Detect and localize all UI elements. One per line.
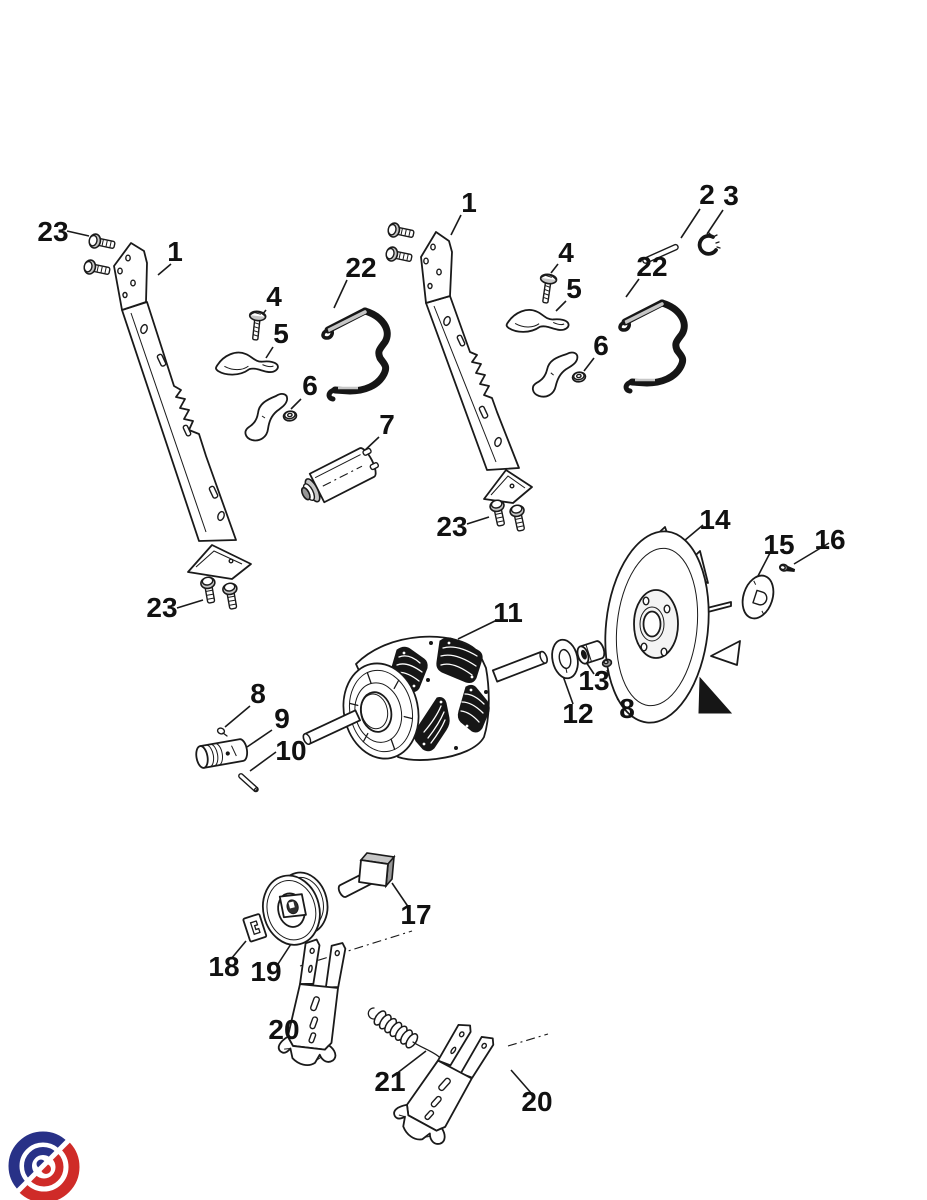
callout-6-left: 6 [302, 370, 318, 401]
callout-22-left: 22 [345, 252, 376, 283]
callout-17: 17 [400, 899, 431, 930]
callout-15: 15 [763, 529, 794, 560]
part-16-screw [778, 563, 796, 572]
callout-20-left: 20 [268, 1014, 299, 1045]
callout-1-left: 1 [167, 236, 183, 267]
callout-11: 11 [493, 597, 523, 628]
callout-23-middle: 23 [436, 511, 467, 542]
callout-23-top-left: 23 [37, 216, 68, 247]
part-11-rotor-drum [302, 635, 548, 761]
part-10-pin [238, 773, 259, 793]
part-23-screws-middle [488, 498, 529, 533]
part-2-pin [642, 243, 679, 264]
callout-10: 10 [275, 735, 306, 766]
callout-4-left: 4 [266, 281, 282, 312]
part-4-screw-right [536, 272, 558, 305]
callout-8-right: 8 [619, 693, 635, 724]
callout-8-left: 8 [250, 678, 266, 709]
part-8-nut-right [601, 658, 613, 668]
callout-20-right: 20 [521, 1086, 552, 1117]
part-14-fan-wheel [604, 526, 741, 724]
part-23-screws-top-right [384, 221, 416, 266]
callout-18: 18 [208, 951, 239, 982]
callout-6-right: 6 [593, 330, 609, 361]
part-21-spring [367, 1007, 442, 1064]
part-9-collar [195, 738, 249, 769]
part-20-bracket-left [275, 933, 360, 1072]
part-18-clip [242, 913, 268, 943]
callout-13: 13 [578, 665, 609, 696]
callout-14: 14 [699, 504, 731, 535]
part-1-side-plate-right [420, 231, 533, 504]
callout-16: 16 [814, 524, 845, 555]
part-5-blade-left [214, 350, 280, 378]
callout-9: 9 [274, 703, 290, 734]
callout-5-right: 5 [566, 273, 582, 304]
callout-12: 12 [562, 698, 593, 729]
part-3-circlip [697, 232, 721, 256]
callout-19: 19 [250, 956, 281, 987]
part-22-clip-left [323, 311, 387, 399]
callout-5-left: 5 [273, 318, 289, 349]
callout-22-right: 22 [636, 251, 667, 282]
part-13-bushing [576, 640, 606, 665]
callout-2: 2 [699, 179, 715, 210]
part-6-blade-left [244, 393, 298, 442]
part-12-washer [551, 638, 579, 680]
callout-1-right: 1 [461, 187, 477, 218]
part-4-screw-left [246, 309, 267, 342]
part-8-screw-left [216, 727, 228, 737]
part-22-clip-right [620, 303, 684, 391]
part-7-roller [300, 447, 380, 504]
callout-4-right: 4 [558, 237, 574, 268]
callout-23-bottom-left: 23 [146, 592, 177, 623]
part-15-plate [741, 574, 775, 620]
callout-21: 21 [374, 1066, 405, 1097]
callout-7: 7 [379, 409, 395, 440]
callout-3: 3 [723, 180, 739, 211]
part-23-screws-bottom-left [199, 575, 242, 611]
part-19-pulley [262, 871, 329, 946]
part-6-blade-right [531, 348, 587, 401]
part-5-blade-right [505, 307, 571, 336]
part-17-bolt [337, 852, 396, 898]
part-1-side-plate-left [113, 242, 252, 580]
brand-swirl-logo-icon [7, 1130, 80, 1200]
part-23-screws-top-left [82, 232, 117, 279]
